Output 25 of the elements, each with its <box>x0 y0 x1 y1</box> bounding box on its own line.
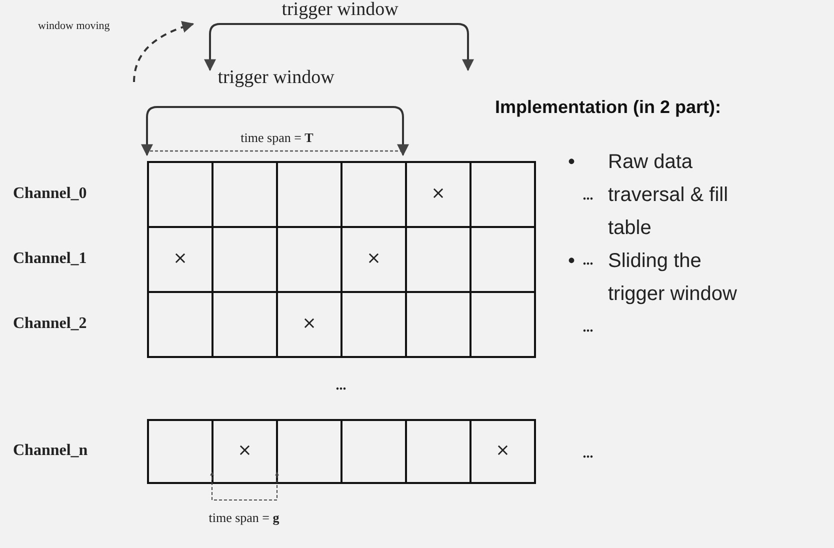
channel-label: Channel_1 <box>13 250 87 268</box>
ellipsis: ... <box>582 320 594 336</box>
bullet: • <box>568 249 576 274</box>
cross-mark: × <box>496 442 510 460</box>
dimension-label: time span = T <box>240 131 314 146</box>
cross-mark: × <box>238 442 252 460</box>
bullet-item: Sliding the trigger window <box>608 249 738 307</box>
ellipsis: ... <box>336 378 346 394</box>
bracket-label: trigger window <box>218 68 334 89</box>
ellipsis: ... <box>582 188 594 204</box>
ellipsis: ... <box>582 253 594 269</box>
cross-mark: × <box>173 250 188 268</box>
heading: Implementation (in 2 part): <box>495 98 722 118</box>
channel-label: Channel_2 <box>13 315 87 333</box>
bracket-label: trigger window <box>282 0 398 21</box>
ellipsis: ... <box>582 446 594 462</box>
cross-mark: × <box>366 250 381 268</box>
channel-label: Channel_0 <box>13 185 87 203</box>
cross-mark: × <box>431 184 446 204</box>
channel-label: Channel_n <box>13 442 88 460</box>
annotation-text: window moving <box>38 20 110 32</box>
cross-mark: × <box>302 314 316 334</box>
bullet-item: Raw data traversal & fill table <box>608 150 730 241</box>
dimension-label: time span = g <box>208 511 280 526</box>
bullet: • <box>568 150 576 175</box>
